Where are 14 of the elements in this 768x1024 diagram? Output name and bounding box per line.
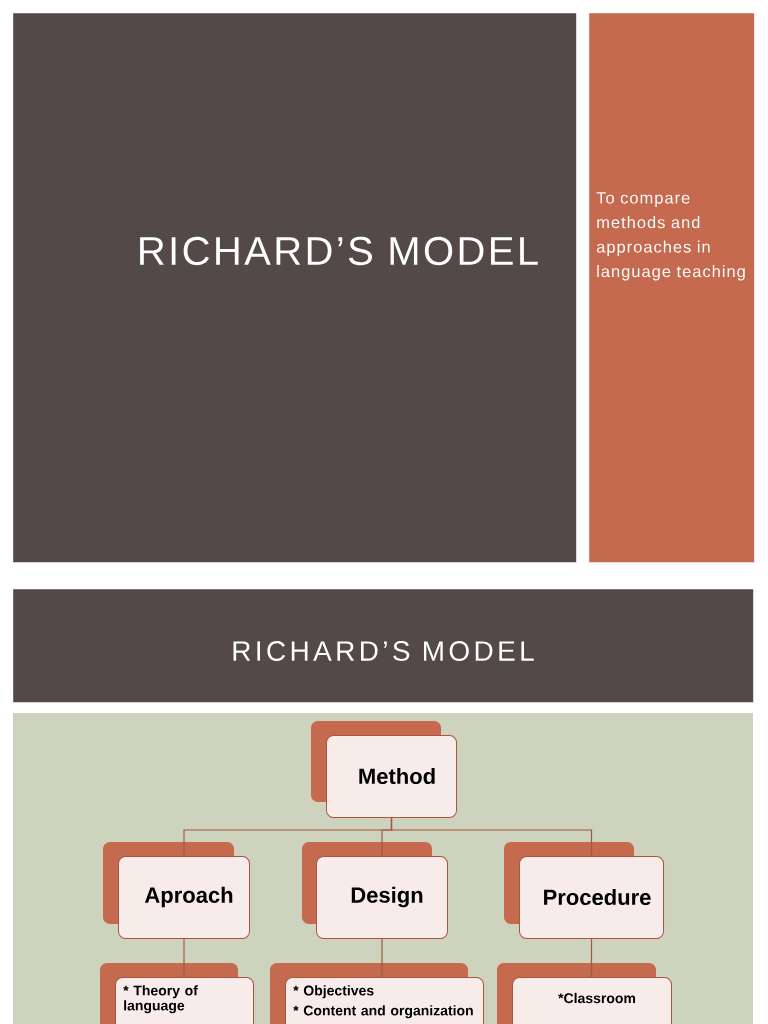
- card: * Theory of language: [100, 963, 254, 1024]
- card: *Classroom: [497, 963, 672, 1024]
- connector-line: [390, 817, 593, 857]
- connector-line: [381, 938, 383, 978]
- card: Method: [311, 721, 457, 818]
- connector-line: [590, 938, 593, 978]
- connector-line: [183, 938, 185, 978]
- card: Aproach: [103, 842, 250, 939]
- title-panel: RICHARD’S MODEL: [13, 13, 577, 563]
- card: * Objectives * Content and organization: [270, 963, 484, 1024]
- header-bar: RICHARD’S MODEL: [13, 589, 754, 703]
- card: Procedure: [504, 842, 664, 939]
- card: Design: [302, 842, 448, 939]
- side-panel: To compare methods and approaches in language teaching: [589, 13, 755, 563]
